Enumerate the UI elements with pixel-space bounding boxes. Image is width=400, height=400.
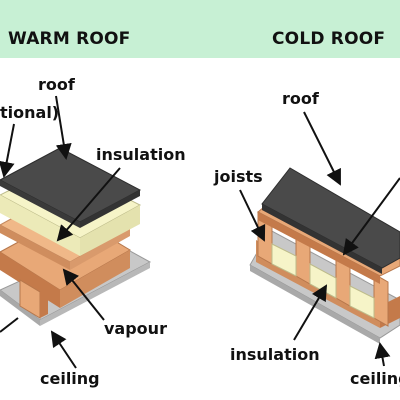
- cold-insulation-3: [349, 285, 375, 319]
- warm-arrow-roof: [55, 95, 72, 160]
- cold-roof-block: [249, 167, 400, 344]
- cold-label-ceiling: ceiling: [350, 369, 400, 388]
- warm-label-insulation: insulation: [96, 145, 186, 164]
- warm-label-vapour: vapour: [104, 319, 167, 338]
- cold-arrow-right: [342, 177, 400, 256]
- warm-arrow-ceiling: [50, 330, 77, 369]
- cold-arrow-insulation: [293, 284, 328, 341]
- warm-arrow-left: [0, 317, 19, 333]
- header-band: [0, 0, 400, 58]
- cold-arrow-ceiling: [374, 342, 391, 367]
- warm-label-roof: roof: [38, 75, 76, 94]
- cold-label-joists: joists: [213, 167, 263, 186]
- warm-arrow-insulation: [56, 167, 121, 242]
- warm-arrow-vapour: [62, 268, 105, 321]
- warm-roof-title: WARM ROOF: [8, 29, 131, 49]
- cold-arrow-roof: [303, 111, 341, 186]
- cold-insulation-1: [271, 243, 297, 277]
- cold-label-roof: roof: [282, 89, 320, 108]
- warm-label-optional: tional): [0, 103, 59, 122]
- warm-roof-block: [0, 147, 152, 326]
- warm-arrow-optional: [0, 123, 15, 178]
- cold-label-insulation: insulation: [230, 345, 320, 364]
- warm-label-ceiling: ceiling: [40, 369, 100, 388]
- cold-roof-title: COLD ROOF: [272, 29, 386, 49]
- cold-insulation-2: [309, 263, 337, 299]
- cold-arrow-joists: [239, 189, 266, 242]
